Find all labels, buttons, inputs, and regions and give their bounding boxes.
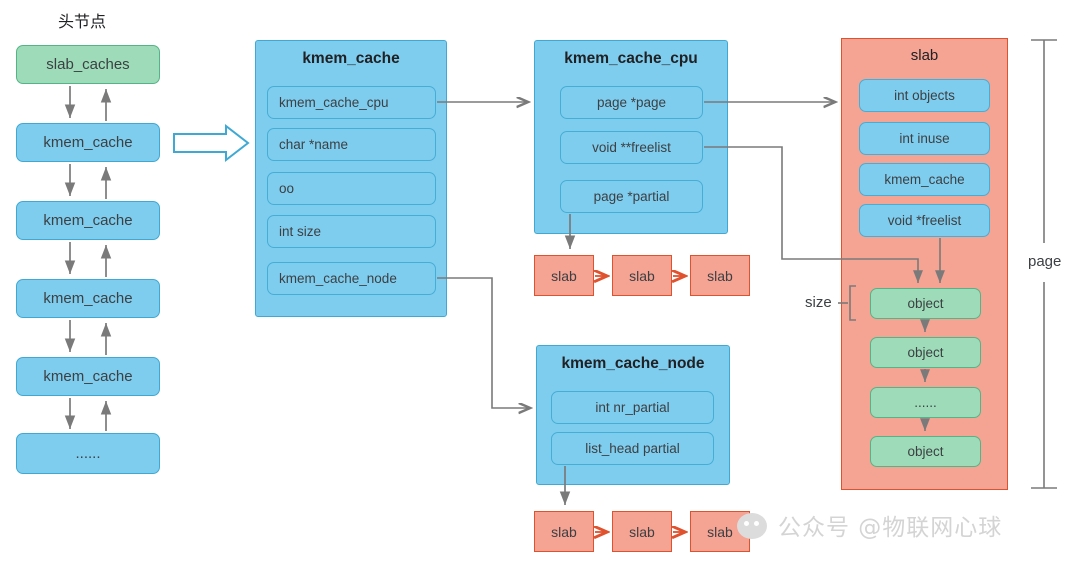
slab-object-4[interactable]: object (870, 436, 981, 467)
list-node-kmem-cache-2[interactable]: kmem_cache (16, 201, 160, 240)
slab-field-kmem-cache[interactable]: kmem_cache (859, 163, 990, 196)
head-node-label: 头节点 (58, 14, 107, 31)
field-int-nr-partial[interactable]: int nr_partial (551, 391, 714, 424)
watermark-text: 公众号 @物联网心球 (778, 515, 1003, 541)
size-annotation-label: size (805, 294, 832, 311)
list-node-slab-caches[interactable]: slab_caches (16, 45, 160, 84)
field-char-name[interactable]: char *name (267, 128, 436, 161)
slab-object-1[interactable]: object (870, 288, 981, 319)
field-kmem-cache-cpu[interactable]: kmem_cache_cpu (267, 86, 436, 119)
struct-kmem-cache-title: kmem_cache (302, 50, 400, 67)
cpu-slab-3[interactable]: slab (690, 255, 750, 296)
field-oo[interactable]: oo (267, 172, 436, 205)
field-void-freelist[interactable]: void **freelist (560, 131, 703, 164)
slab-field-int-objects[interactable]: int objects (859, 79, 990, 112)
slab-object-ellipsis[interactable]: ...... (870, 387, 981, 418)
field-page-partial[interactable]: page *partial (560, 180, 703, 213)
field-page-page[interactable]: page *page (560, 86, 703, 119)
field-kmem-cache-node[interactable]: kmem_cache_node (267, 262, 436, 295)
list-node-kmem-cache-1[interactable]: kmem_cache (16, 123, 160, 162)
list-node-kmem-cache-3[interactable]: kmem_cache (16, 279, 160, 318)
slab-title: slab (910, 47, 939, 64)
cpu-slab-2[interactable]: slab (612, 255, 672, 296)
cpu-slab-1[interactable]: slab (534, 255, 594, 296)
struct-kmem-cache-node-title: kmem_cache_node (561, 355, 705, 372)
slab-field-int-inuse[interactable]: int inuse (859, 122, 990, 155)
slab-field-void-freelist[interactable]: void *freelist (859, 204, 990, 237)
watermark-badge-icon (737, 513, 767, 539)
struct-kmem-cache-cpu-title: kmem_cache_cpu (564, 50, 698, 67)
list-node-kmem-cache-4[interactable]: kmem_cache (16, 357, 160, 396)
field-list-head-partial[interactable]: list_head partial (551, 432, 714, 465)
slab-object-2[interactable]: object (870, 337, 981, 368)
page-annotation-label: page (1028, 253, 1062, 270)
node-slab-1[interactable]: slab (534, 511, 594, 552)
node-slab-2[interactable]: slab (612, 511, 672, 552)
list-node-ellipsis[interactable]: ...... (16, 433, 160, 474)
field-int-size[interactable]: int size (267, 215, 436, 248)
